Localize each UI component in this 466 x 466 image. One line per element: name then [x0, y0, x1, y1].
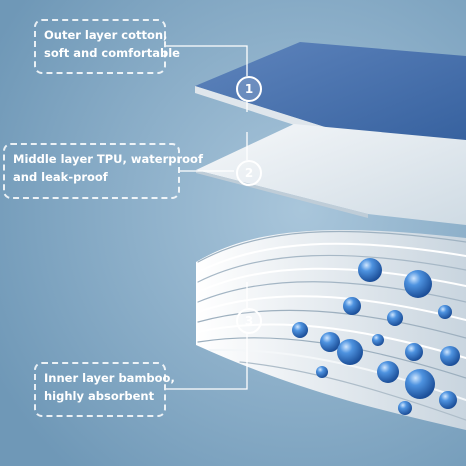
- callout-text: and leak-proof: [13, 170, 108, 184]
- layer-number-badge: 2: [236, 160, 262, 186]
- layer-number-badge: 1: [236, 76, 262, 102]
- callout-text: Middle layer TPU, waterproof: [13, 152, 203, 166]
- leader-lines: [166, 45, 248, 390]
- callout-text: soft and comfortable: [44, 46, 180, 60]
- callout-inner-layer: Inner layer bamboo, highly absorbent: [34, 362, 175, 417]
- callout-middle-layer: Middle layer TPU, waterproof and leak-pr…: [3, 143, 203, 199]
- callout-text: highly absorbent: [44, 389, 155, 403]
- water-droplets: [292, 258, 460, 415]
- callout-outer-layer: Outer layer cotton, soft and comfortable: [34, 19, 180, 74]
- callout-text: Outer layer cotton,: [44, 28, 168, 42]
- layer-number-badge: 3: [236, 308, 262, 334]
- callout-text: Inner layer bamboo,: [44, 371, 175, 385]
